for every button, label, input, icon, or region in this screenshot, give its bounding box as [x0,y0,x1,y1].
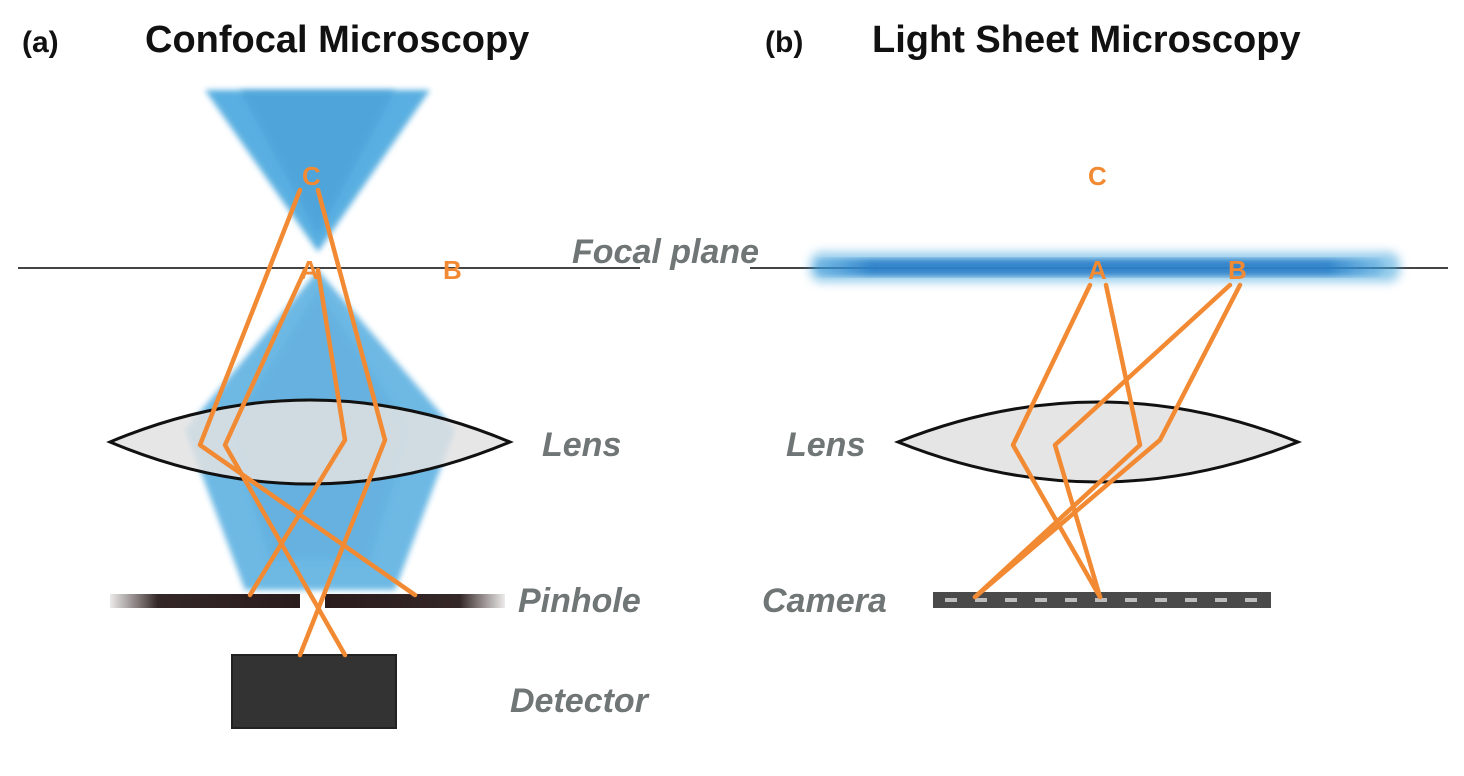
focal-plane-label: Focal plane [572,233,759,271]
detector-box [231,654,397,729]
light-sheet-rays [972,282,1243,600]
panel-a-title: Confocal Microscopy [145,19,529,61]
point-a-a: A [300,255,319,285]
upper-illumination-cone [205,90,430,252]
camera-sensor [933,592,1271,608]
lens-label-a: Lens [542,426,621,464]
point-c-b: C [1088,161,1107,191]
panel-b: (b) Light Sheet Microscopy [750,19,1448,620]
pinhole [110,594,505,608]
lens-a [106,398,514,486]
point-c-a: C [302,161,321,191]
panel-b-tag: (b) [765,26,803,59]
camera-label: Camera [762,582,887,620]
confocal-rays [197,187,418,658]
panel-a-tag: (a) [22,26,59,59]
panel-b-title: Light Sheet Microscopy [872,19,1301,61]
detector-label: Detector [510,682,650,720]
panel-a: (a) Confocal Microscopy [18,19,759,729]
lens-label-b: Lens [786,426,865,464]
light-sheet [810,252,1400,282]
pinhole-label: Pinhole [518,582,641,620]
point-b-b: B [1228,255,1247,285]
point-b-a: B [443,255,462,285]
lens-b [893,400,1303,484]
point-a-b: A [1088,255,1107,285]
